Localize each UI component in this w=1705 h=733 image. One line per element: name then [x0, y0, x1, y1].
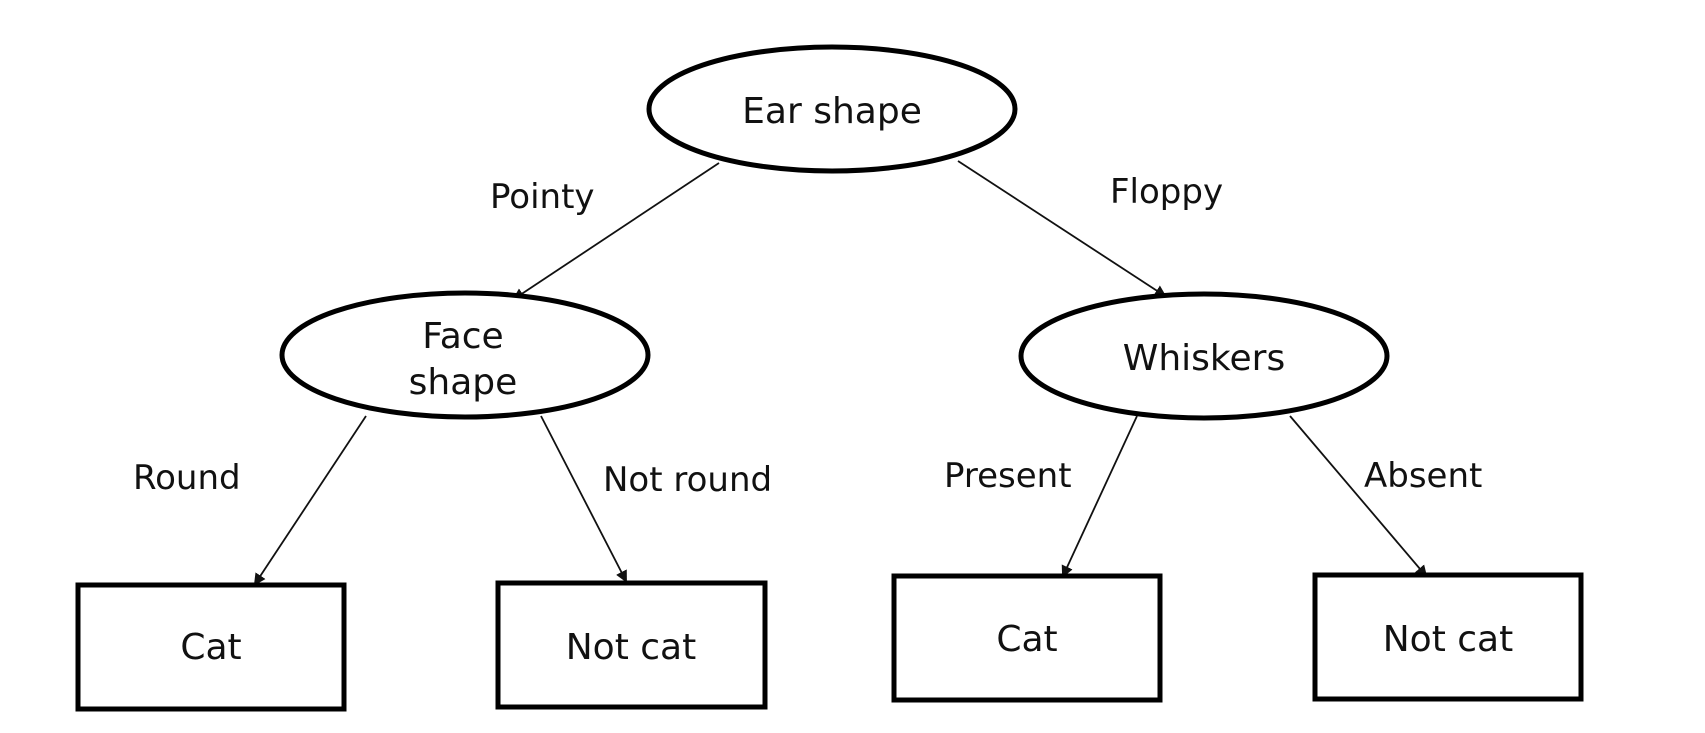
node-ear-shape-label: Ear shape — [742, 91, 922, 132]
edge-labels: Pointy Floppy Round Not round Present Ab… — [133, 172, 1482, 500]
leaf-not-cat-2-label: Not cat — [1383, 619, 1513, 660]
edge-label-absent: Absent — [1364, 456, 1482, 496]
leaf-not-cat-1: Not cat — [495, 580, 768, 710]
edge-root-whiskers — [957, 160, 1167, 298]
leaf-cat-2: Cat — [891, 573, 1163, 703]
leaf-not-cat-2: Not cat — [1312, 572, 1584, 702]
node-ear-shape: Ear shape — [646, 44, 1018, 174]
node-face-shape-label-line1: Face — [422, 316, 503, 357]
leaf-not-cat-1-label: Not cat — [566, 627, 696, 668]
node-face-shape: Face shape — [279, 290, 651, 420]
leaf-cat-2-label: Cat — [996, 619, 1057, 660]
edge-face-leaf1 — [253, 415, 367, 586]
edge-face-leaf2 — [540, 415, 627, 583]
edge-label-floppy: Floppy — [1110, 172, 1223, 212]
edge-label-not-round: Not round — [603, 460, 772, 500]
node-face-shape-label-line2: shape — [409, 362, 518, 403]
edge-root-face — [512, 162, 720, 301]
leaf-cat-1-label: Cat — [180, 627, 241, 668]
edge-whiskers-leaf3 — [1061, 415, 1138, 578]
edge-whiskers-leaf4 — [1289, 415, 1428, 578]
leaf-cat-1: Cat — [75, 582, 347, 712]
edge-label-round: Round — [133, 458, 241, 498]
edge-label-pointy: Pointy — [490, 177, 595, 217]
edges — [253, 160, 1428, 586]
node-whiskers-label: Whiskers — [1123, 338, 1285, 379]
edge-label-present: Present — [944, 456, 1072, 496]
node-whiskers: Whiskers — [1018, 291, 1390, 421]
